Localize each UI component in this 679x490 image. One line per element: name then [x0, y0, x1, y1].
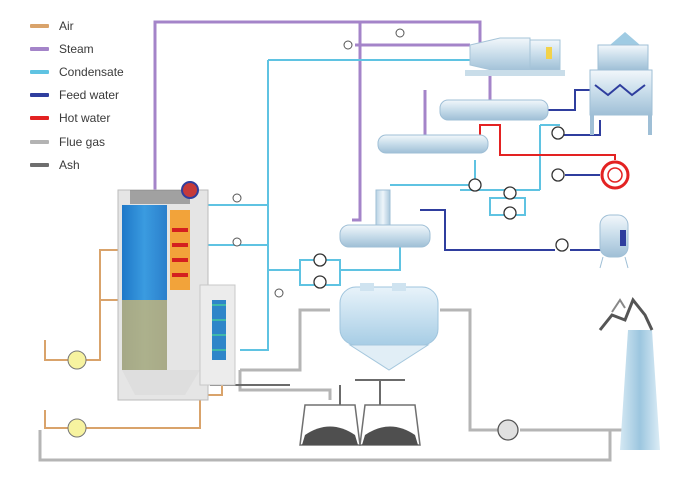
- legend-label-ash: Ash: [59, 157, 80, 172]
- turbine: [469, 37, 531, 73]
- air-fan-upper: [67, 350, 87, 370]
- legend-label-steam: Steam: [59, 41, 94, 56]
- superheater: [170, 210, 190, 290]
- legend-item-condensate: Condensate: [30, 60, 124, 83]
- pump: [503, 186, 517, 200]
- pump: [468, 178, 482, 192]
- stack-smoke: [598, 297, 654, 331]
- pump: [555, 238, 569, 252]
- hot-water-exchanger: [600, 160, 630, 190]
- pressure-vessel-level: [620, 230, 626, 246]
- economizer-banks: [212, 304, 226, 351]
- pressure-vessel-leg: [624, 256, 629, 269]
- valve-gauge: [232, 193, 242, 203]
- legend-label-flue-gas: Flue gas: [59, 134, 106, 149]
- pressure-vessel-leg: [599, 256, 604, 269]
- cooling-tower-body: [589, 69, 653, 116]
- pressure-vessel: [599, 214, 629, 269]
- condensate-lines: [195, 59, 560, 351]
- filter: [339, 283, 439, 371]
- legend-item-steam: Steam: [30, 37, 124, 60]
- legend-swatch-condensate: [30, 69, 49, 74]
- pump: [551, 126, 565, 140]
- legend-item-flue-gas: Flue gas: [30, 130, 124, 153]
- ash-containers: [299, 404, 421, 446]
- stack-body: [620, 330, 660, 450]
- superheater-coils: [172, 228, 188, 277]
- turbine-base: [465, 70, 565, 76]
- legend: Air Steam Condensate Feed water Hot wate…: [30, 14, 124, 176]
- filter-port: [360, 283, 374, 291]
- valve-gauge: [274, 288, 284, 298]
- filter-port: [392, 283, 406, 291]
- pump: [313, 275, 327, 289]
- boiler-lower-section: [122, 300, 167, 370]
- filter-body: [339, 286, 439, 346]
- boiler-roof: [130, 190, 190, 204]
- legend-item-air: Air: [30, 14, 124, 37]
- condenser: [439, 99, 549, 121]
- valve-gauge: [343, 40, 353, 50]
- cooling-tower-coil: [594, 83, 646, 97]
- legend-swatch-ash: [30, 162, 49, 167]
- hot-water-exchanger-core: [607, 167, 623, 183]
- cooling-tower: [589, 32, 653, 135]
- boiler-hopper: [122, 370, 200, 395]
- generator: [529, 39, 561, 71]
- economizer: [212, 300, 226, 360]
- pressure-vessel-body: [599, 214, 629, 258]
- legend-swatch-flue-gas: [30, 139, 49, 144]
- legend-swatch-steam: [30, 46, 49, 51]
- pump: [503, 206, 517, 220]
- valve-gauges: [232, 28, 405, 298]
- pump: [551, 168, 565, 182]
- low-pressure-heater: [377, 134, 489, 154]
- deaerator: [375, 189, 391, 226]
- boiler: [117, 181, 236, 401]
- cooling-tower-leg: [648, 115, 652, 135]
- legend-label-air: Air: [59, 18, 74, 33]
- legend-label-hot-water: Hot water: [59, 111, 111, 126]
- valve-gauge: [395, 28, 405, 38]
- stack-smoke: [611, 298, 626, 313]
- legend-label-feed-water: Feed water: [59, 88, 120, 103]
- stack: [598, 297, 660, 450]
- pumps: [313, 126, 569, 289]
- turbine-generator: [465, 37, 565, 76]
- legend-swatch-feed-water: [30, 93, 49, 98]
- ash-pile: [302, 426, 358, 445]
- air-lines: [44, 249, 223, 429]
- legend-item-ash: Ash: [30, 153, 124, 176]
- legend-swatch-hot-water: [30, 116, 49, 121]
- legend-item-hot-water: Hot water: [30, 107, 124, 130]
- pump: [313, 253, 327, 267]
- filter-hopper: [348, 344, 430, 371]
- cooling-tower-cap: [610, 32, 640, 45]
- legend-item-feed-water: Feed water: [30, 84, 124, 107]
- flue-gas-fan: [497, 419, 519, 441]
- valve-gauge: [232, 237, 242, 247]
- steam-drum: [181, 181, 199, 199]
- generator-indicator: [546, 47, 552, 59]
- ash-pile: [362, 426, 418, 445]
- legend-label-condensate: Condensate: [59, 64, 124, 79]
- legend-swatch-air: [30, 23, 49, 28]
- air-fan-lower: [67, 418, 87, 438]
- cooling-tower-leg: [590, 115, 594, 135]
- cooling-tower-top: [597, 44, 649, 71]
- feed-water-tank: [339, 224, 431, 248]
